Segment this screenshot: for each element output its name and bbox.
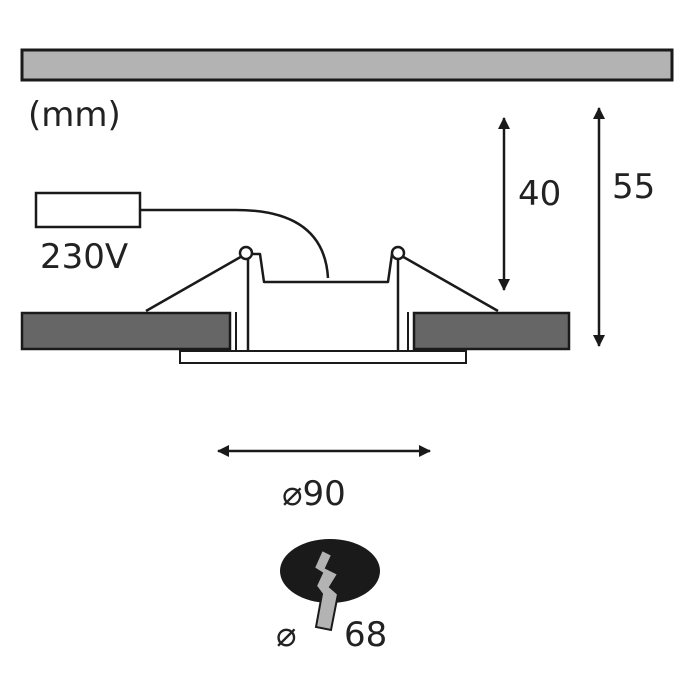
clip-pivot-left [238, 245, 254, 261]
driver-cable [140, 208, 330, 279]
spring-clip-left [145, 253, 245, 313]
cutout-diameter-value: 68 [344, 615, 387, 655]
fixture-trim-ring [179, 350, 467, 364]
fixture-housing [246, 252, 400, 354]
spring-clip-right [399, 253, 499, 313]
driver-box [34, 191, 142, 229]
clip-pivot-right [390, 245, 406, 261]
cutout-diameter-symbol: ⌀ [276, 615, 296, 655]
dimension-label-55: 55 [612, 167, 655, 207]
ceiling-bar [20, 48, 674, 82]
drill-bit-icon [312, 548, 340, 632]
unit-label: (mm) [28, 95, 121, 135]
dimension-label-40: 40 [518, 174, 561, 214]
ceiling-panel-right [412, 311, 571, 351]
dimension-label-90: ⌀90 [282, 474, 346, 514]
ceiling-panel-left [20, 311, 232, 351]
voltage-label: 230V [40, 237, 128, 277]
